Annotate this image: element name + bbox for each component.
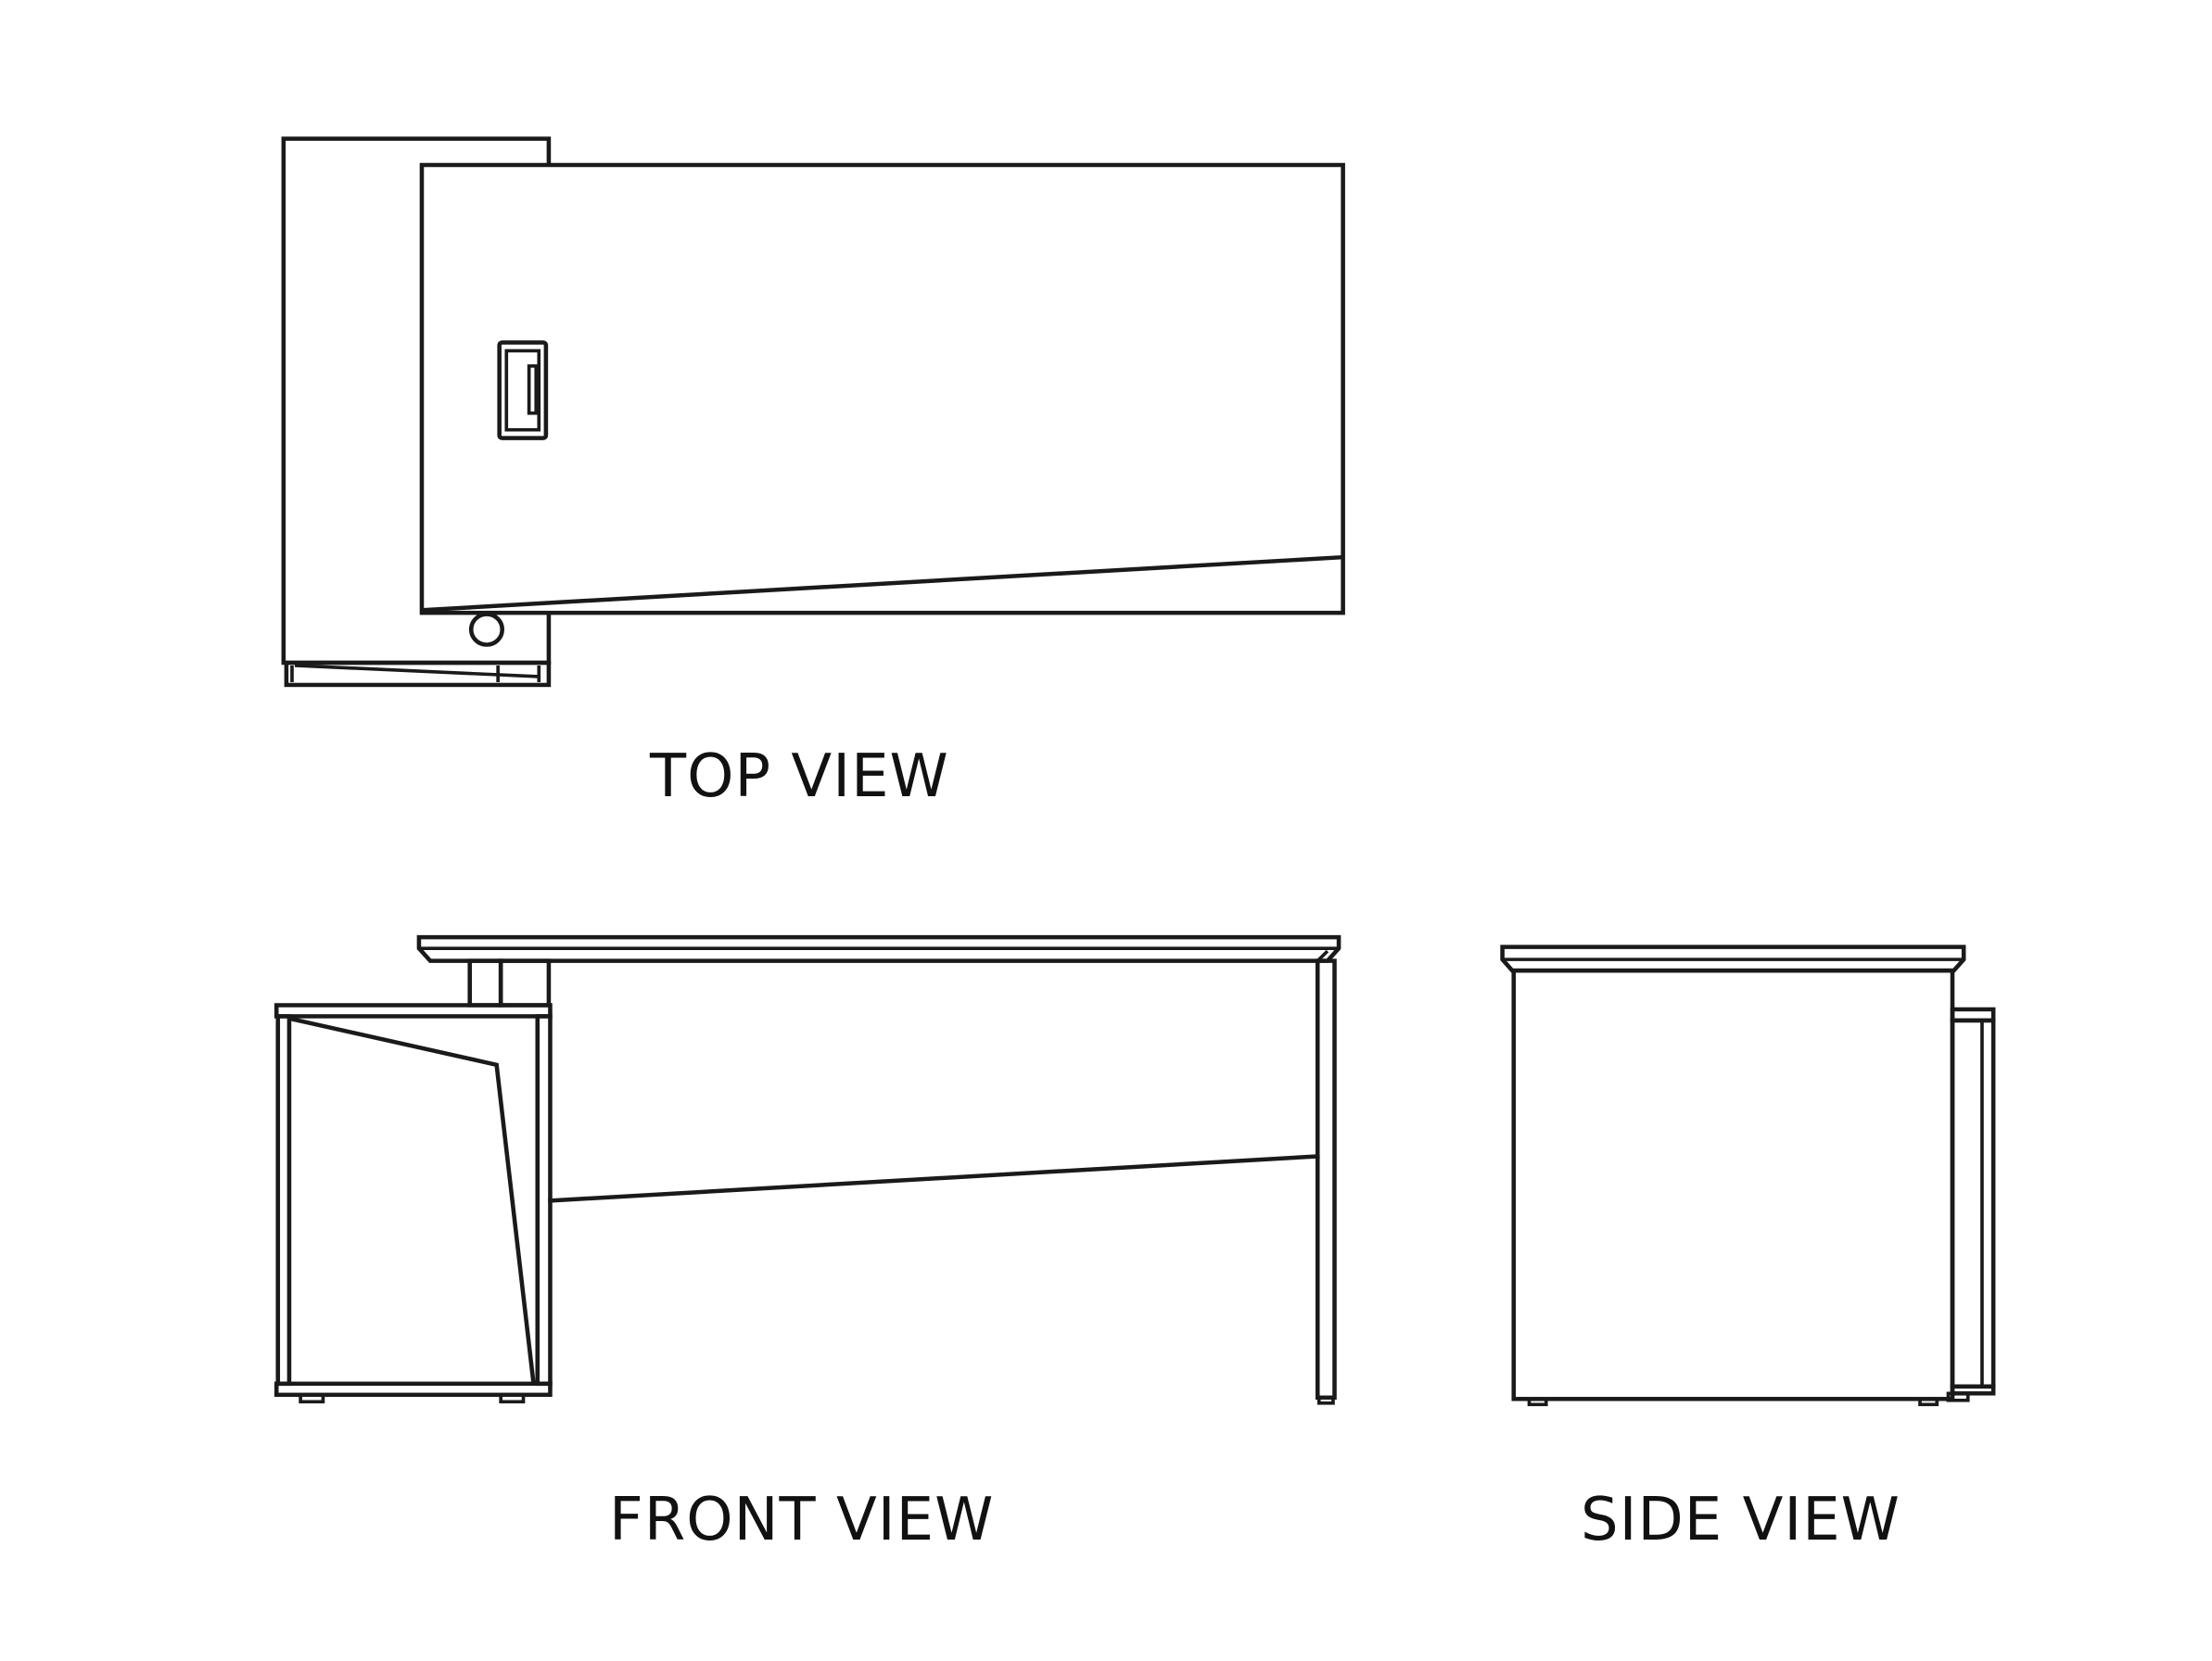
front-view-support-post-left xyxy=(467,958,503,1008)
front-view-foot-right xyxy=(499,1393,526,1404)
side-view-label: SIDE VIEW xyxy=(1581,1486,1901,1554)
front-view-right-leg-foot xyxy=(1316,1395,1335,1405)
front-view-pedestal-angled-panel xyxy=(289,1016,536,1384)
top-view-cable-grommet xyxy=(468,612,505,647)
front-view-pedestal-left-panel xyxy=(275,1014,292,1387)
front-view-support-post-right xyxy=(498,958,552,1008)
front-view-label: FRONT VIEW xyxy=(609,1486,995,1554)
top-view-label: TOP VIEW xyxy=(650,742,949,811)
side-view-foot-right xyxy=(1946,1391,1970,1402)
top-view-pedestal xyxy=(281,136,552,666)
side-view-body xyxy=(1511,968,1955,1401)
top-view-modesty-panel xyxy=(422,554,1343,613)
side-view-foot-mid xyxy=(1918,1397,1939,1407)
front-view-foot-left xyxy=(299,1393,325,1404)
top-view-power-port-outer xyxy=(497,340,549,440)
top-view-power-port-socket xyxy=(527,364,539,415)
top-view-pedestal-base-diagonal xyxy=(294,664,540,678)
top-view-drawing xyxy=(281,136,1345,688)
top-view-pedestal-base xyxy=(284,660,552,688)
side-view-drawing xyxy=(1500,945,1996,1407)
front-view-drawing xyxy=(273,934,1341,1405)
front-view-right-leg-chamfer xyxy=(1316,949,1329,962)
top-view-desk-top xyxy=(419,162,1345,615)
front-view-right-leg xyxy=(1315,958,1337,1401)
top-view-power-port-inner xyxy=(504,349,541,432)
front-view-pedestal-base xyxy=(273,1381,553,1398)
front-view-modesty-panel xyxy=(548,1154,1320,1203)
side-view-pedestal-base xyxy=(1950,1384,1996,1396)
front-view-pedestal-top xyxy=(273,1003,553,1019)
side-view-foot-left xyxy=(1527,1397,1548,1407)
side-view-pedestal-panel xyxy=(1950,1018,1996,1389)
